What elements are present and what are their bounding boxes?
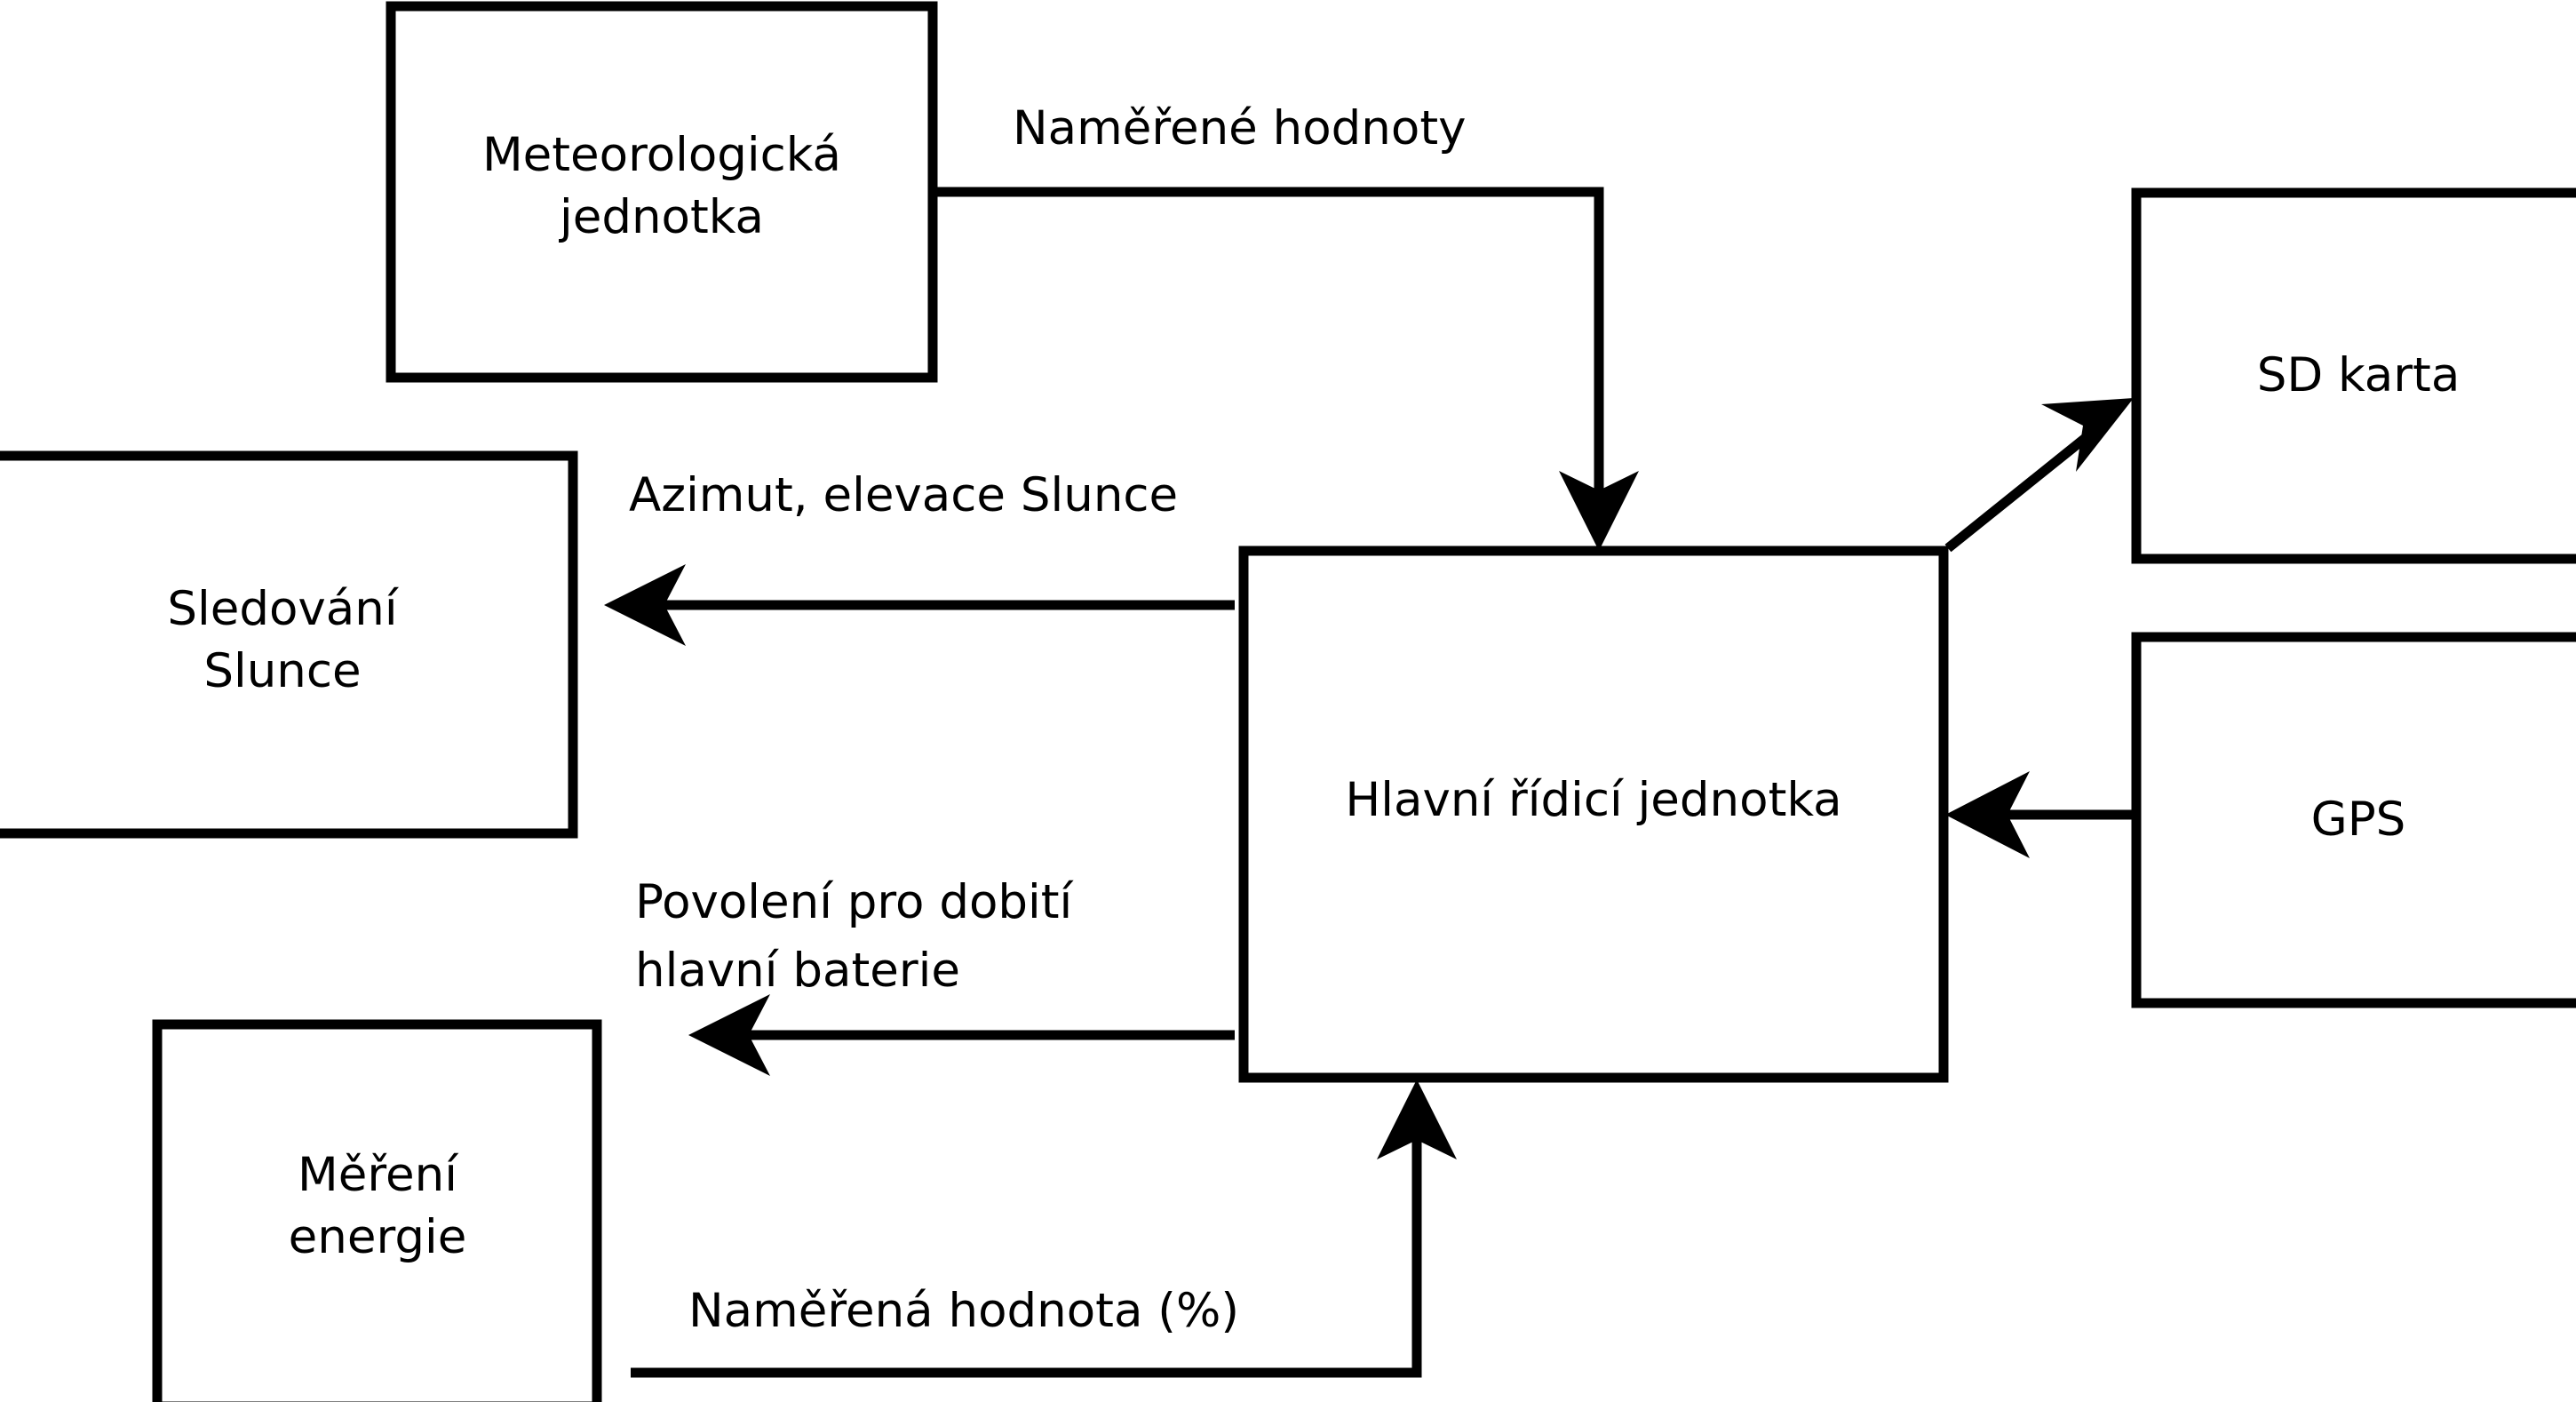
edge-main-to-energy-arrowhead xyxy=(688,994,770,1076)
edge-energy-to-main-arrowhead xyxy=(1377,1079,1457,1159)
edge-main-to-energy xyxy=(688,994,1235,1076)
edge-main-to-sdcard-arrowhead xyxy=(2041,398,2134,472)
edge-label-namerene-hodnoty: Naměřené hodnoty xyxy=(1013,101,1466,155)
node-meteorologicka-jednotka-label-line1: Meteorologická xyxy=(482,128,841,182)
edge-label-povoleni-pro-dobiti-line1: Povolení pro dobití xyxy=(635,875,1075,929)
node-gps-box[interactable] xyxy=(2131,632,2576,1008)
node-mereni-energie-label-line2: energie xyxy=(289,1210,467,1264)
node-meteorologicka-jednotka-label-line2: jednotka xyxy=(559,190,764,244)
edge-label-povoleni-pro-dobiti-line2: hlavní baterie xyxy=(635,944,960,998)
node-hlavni-ridici-jednotka-box[interactable] xyxy=(1238,546,1949,1083)
edge-main-to-tracking-arrowhead xyxy=(604,564,686,646)
node-sd-karta[interactable]: SD karta xyxy=(2131,187,2576,564)
node-gps[interactable]: GPS xyxy=(2131,632,2576,1008)
edge-energy-to-main-line xyxy=(631,1124,1422,1378)
edge-gps-to-main xyxy=(1945,771,2134,858)
node-mereni-energie[interactable]: Měření energie xyxy=(152,1019,602,1402)
node-hlavni-ridici-jednotka-label: Hlavní řídicí jednotka xyxy=(1345,773,1841,827)
edge-main-to-sdcard-line xyxy=(1944,428,2095,553)
node-hlavni-ridici-jednotka[interactable]: Hlavní řídicí jednotka xyxy=(1238,546,1949,1083)
edge-energy-to-main xyxy=(631,1079,1457,1378)
node-sledovani-slunce[interactable]: Sledování Slunce xyxy=(0,450,578,839)
edge-gps-to-main-arrowhead xyxy=(1945,771,2030,858)
node-meteorologicka-jednotka-box[interactable] xyxy=(386,1,938,383)
edge-label-namerena-hodnota-procenta: Naměřená hodnota (%) xyxy=(688,1284,1239,1338)
node-sledovani-slunce-label-line1: Sledování xyxy=(167,582,399,636)
edge-meteo-to-main-arrowhead xyxy=(1559,471,1639,551)
node-mereni-energie-box[interactable] xyxy=(152,1019,602,1402)
node-mereni-energie-label-line1: Měření xyxy=(298,1148,459,1202)
edge-label-azimut-elevace-slunce: Azimut, elevace Slunce xyxy=(629,468,1178,522)
node-sd-karta-box[interactable] xyxy=(2131,187,2576,564)
node-meteorologicka-jednotka[interactable]: Meteorologická jednotka xyxy=(386,1,938,383)
edge-meteo-to-main xyxy=(937,187,1639,551)
edge-main-to-tracking xyxy=(604,564,1235,646)
node-gps-label: GPS xyxy=(2311,793,2406,847)
edge-meteo-to-main-line xyxy=(937,187,1604,508)
node-sledovani-slunce-label-line2: Slunce xyxy=(203,644,361,698)
edge-main-to-sdcard xyxy=(1944,398,2134,553)
node-sd-karta-label: SD karta xyxy=(2257,348,2461,402)
node-sledovani-slunce-box[interactable] xyxy=(0,450,578,839)
